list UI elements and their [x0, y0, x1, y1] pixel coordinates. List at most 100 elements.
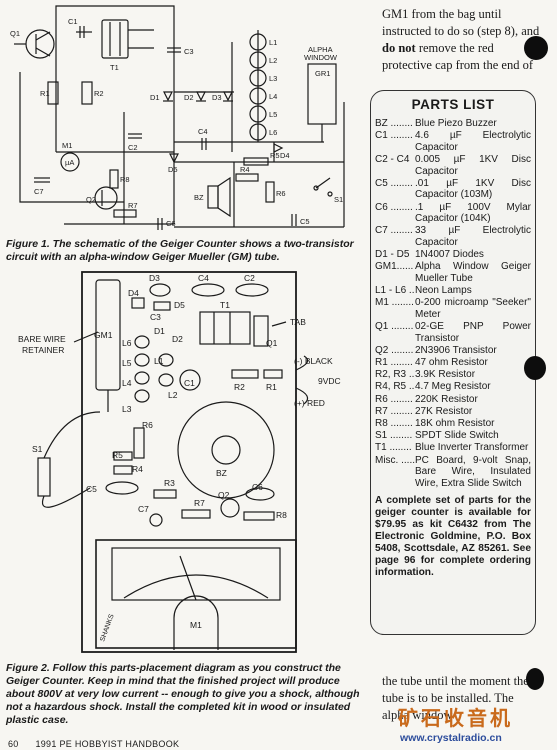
page-number: 60 — [8, 739, 19, 749]
parts-list-item: BZ ........Blue Piezo Buzzer — [375, 118, 531, 130]
figure-2-caption: Figure 2. Follow this parts-placement di… — [6, 662, 360, 726]
fig1-label-d1: D1 — [150, 93, 160, 102]
figure-1-schematic: Q1 C1 T1 R1 R2 C3 D1 D2 D3 L1 L2 L3 L4 L… — [10, 5, 345, 230]
parts-list-item-code: M1 ........ — [375, 297, 414, 309]
body-text-top-part-c: remove the red protective cap from the e… — [382, 41, 533, 72]
fig2-label-black: (-) BLACK — [294, 356, 333, 366]
fig2-label-r2: R2 — [234, 382, 245, 392]
fig2-label-d3: D3 — [149, 273, 160, 283]
parts-list-item: L1 - L6 ..Neon Lamps — [375, 285, 531, 297]
fig2-label-r7: R7 — [194, 498, 205, 508]
parts-list-item-code: C7 ........ — [375, 225, 413, 237]
fig1-label-l1: L1 — [269, 38, 277, 47]
parts-list-item: S1 ........SPDT Slide Switch — [375, 430, 531, 442]
parts-list-item-code: Misc. ..... — [375, 454, 415, 466]
fig2-label-c2: C2 — [244, 273, 255, 283]
fig2-label-r6: R6 — [142, 420, 153, 430]
publication-title: 1991 PE HOBBYIST HANDBOOK — [35, 739, 180, 749]
fig1-label-q1: Q1 — [10, 29, 20, 38]
parts-list-item-code: C1 ........ — [375, 130, 413, 142]
fig2-label-meter-brand: SHANKS — [99, 613, 116, 643]
fig2-label-q2: Q2 — [218, 490, 230, 500]
fig2-label-d5: D5 — [174, 300, 185, 310]
parts-list-item-description: Alpha Window Geiger Mueller Tube — [415, 261, 531, 284]
body-text-bottom: the tube until the moment the tube is to… — [382, 674, 529, 722]
parts-list-item-code: R4, R5 .. — [375, 381, 415, 393]
hole-punch-top — [524, 36, 548, 60]
parts-list-item-code: D1 - D5 — [375, 249, 410, 261]
fig2-label-bare-wire: BARE WIRE — [18, 334, 66, 344]
body-text-top: GM1 from the bag until instructed to do … — [382, 6, 542, 74]
parts-list-item-description: 0.005 µF 1KV Disc Capacitor — [415, 153, 531, 177]
fig1-label-q2: Q2 — [86, 195, 96, 204]
fig2-label-s1: S1 — [32, 444, 43, 454]
fig1-label-d2: D2 — [184, 93, 194, 102]
parts-list-item-description: 4.7 Meg Resistor — [415, 381, 491, 393]
fig2-label-d1: D1 — [154, 326, 165, 336]
hole-punch-middle — [524, 356, 546, 380]
fig1-label-r7: R7 — [128, 201, 138, 210]
fig1-label-r4: R4 — [240, 165, 250, 174]
parts-list-item-description: Neon Lamps — [415, 285, 472, 297]
parts-list-item: Misc. .....PC Board, 9-volt Snap, Bare W… — [375, 455, 531, 490]
parts-list-item: R2, R3 ..3.9K Resistor — [375, 369, 531, 381]
parts-list-item: R4, R5 ..4.7 Meg Resistor — [375, 381, 531, 393]
fig1-label-d3: D3 — [212, 93, 222, 102]
figure-1-caption: Figure 1. The schematic of the Geiger Co… — [6, 238, 354, 263]
fig2-label-r4: R4 — [132, 464, 143, 474]
parts-list-item-description: 47 ohm Resistor — [415, 357, 488, 368]
fig1-label-s1: S1 — [334, 195, 343, 204]
parts-list-item-description: 18K ohm Resistor — [415, 417, 495, 429]
fig1-label-r8: R8 — [120, 175, 130, 184]
fig2-label-c5: C5 — [86, 484, 97, 494]
parts-list-item: R7 ........27K Resistor — [375, 406, 531, 418]
parts-list-item-code: C6 ........ — [375, 201, 413, 213]
fig1-label-m1: M1 — [62, 141, 72, 150]
fig1-label-c5: C5 — [300, 217, 310, 226]
fig2-label-m1: M1 — [190, 620, 202, 630]
watermark-url: www.crystalradio.cn — [400, 732, 502, 744]
body-text-top-emphasis: do not — [382, 41, 416, 55]
fig1-label-gr1: GR1 — [315, 69, 330, 78]
watermark-chinese: 矿石收音机 — [398, 708, 513, 730]
fig1-label-d4: D4 — [280, 151, 290, 160]
fig1-label-bz: BZ — [194, 193, 204, 202]
parts-list-item-code: GM1...... — [375, 261, 414, 273]
parts-list-item-description: 220K Resistor — [415, 393, 478, 405]
fig2-label-r1: R1 — [266, 382, 277, 392]
fig2-label-r3: R3 — [164, 478, 175, 488]
fig1-label-c7: C7 — [34, 187, 44, 196]
parts-list-item-description: PC Board, 9-volt Snap, Bare Wire, Insula… — [415, 454, 531, 489]
parts-list-item-code: R6 ........ — [375, 393, 413, 405]
parts-list-item-code: R2, R3 .. — [375, 369, 415, 381]
parts-list-item-description: .1 µF 100V Mylar Capacitor (104K) — [415, 201, 531, 225]
fig1-label-l3: L3 — [269, 74, 277, 83]
fig1-label-c6: C6 — [166, 219, 176, 228]
parts-list-item-description: 33 µF Electrolytic Capacitor — [415, 225, 531, 248]
fig2-label-d4: D4 — [128, 288, 139, 298]
parts-list-item: R1 ........47 ohm Resistor — [375, 357, 531, 369]
fig2-label-bz: BZ — [216, 468, 227, 478]
fig2-label-q1: Q1 — [266, 338, 278, 348]
fig1-label-alpha: ALPHA — [308, 45, 333, 54]
parts-list-item: Q2 ........2N3906 Transistor — [375, 345, 531, 357]
parts-list-item-description: .01 µF 1KV Disc Capacitor (103M) — [415, 177, 531, 201]
fig1-label-ua: µA — [65, 158, 74, 167]
fig2-label-l6: L6 — [122, 338, 132, 348]
fig1-label-c3: C3 — [184, 47, 194, 56]
fig2-label-r8: R8 — [276, 510, 287, 520]
hole-punch-bottom — [526, 668, 544, 690]
parts-list-item-code: Q2 ........ — [375, 344, 414, 356]
fig2-label-retainer: RETAINER — [22, 345, 64, 355]
fig2-label-c4: C4 — [198, 273, 209, 283]
fig2-label-t1: T1 — [220, 300, 230, 310]
page-footer: 60 1991 PE HOBBYIST HANDBOOK — [8, 739, 179, 749]
parts-list-item-code: C5 ........ — [375, 177, 413, 189]
fig1-label-l4: L4 — [269, 92, 277, 101]
parts-list-item: R6 ........220K Resistor — [375, 394, 531, 406]
fig1-label-c4: C4 — [198, 127, 208, 136]
fig1-label-c2: C2 — [128, 143, 138, 152]
fig2-label-l1: L1 — [154, 356, 164, 366]
